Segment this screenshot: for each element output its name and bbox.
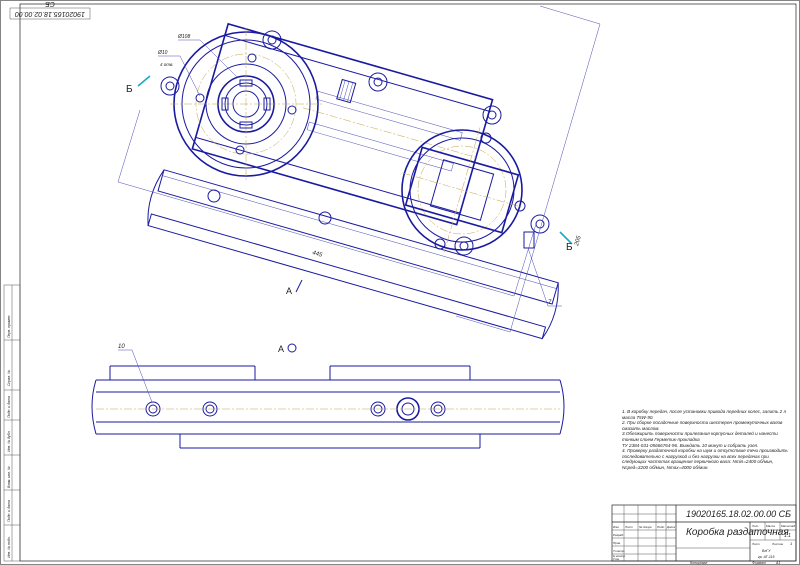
stamp-row-nkontr: Н.контр. — [613, 554, 626, 558]
dim-d10: Ø10 — [157, 50, 168, 56]
strip-label-1: Перв. примен. — [7, 315, 11, 338]
stamp-format-value: А1 — [775, 561, 780, 565]
stamp-row-razrab: Разраб. — [613, 533, 624, 537]
callout-7: 7 — [548, 300, 552, 306]
callout-10: 10 — [118, 344, 125, 350]
left-strip: Перв. примен. Справ. № Подп. и дата Инв.… — [3, 284, 21, 562]
top-code-box — [9, 7, 91, 20]
section-b-left: Б — [126, 84, 133, 95]
strip-label-3: Подп. и дата — [7, 396, 11, 418]
stamp-row-prov: Пров. — [613, 541, 621, 545]
stamp-document-code: 19020165.18.02.00.00 СБ — [686, 509, 791, 519]
main-view: 445 205 Ø108 Ø10 4 отв. Б Б А 7 — [117, 5, 601, 340]
note-3-cont: ТУ 2384-031-05666764-96. Выждать 10 мину… — [622, 442, 759, 448]
dimension-205: 205 — [455, 5, 601, 333]
note-1: 1. В коробку передач, после установки пр… — [622, 409, 787, 420]
section-b-right: Б — [566, 242, 573, 253]
note-3: 3.Обезжирить поверхности прилегания корп… — [622, 431, 778, 442]
flange-lugs — [160, 30, 550, 256]
stamp-org: ВлГУ — [762, 549, 771, 553]
view-a-label: А — [278, 344, 284, 354]
stamp-row-doc: № докум. — [639, 525, 652, 529]
note-2: 2. При сборке посадочные поверхности шес… — [622, 420, 783, 431]
strip-label-2: Справ. № — [7, 370, 11, 386]
stamp-group: гр. АТ-115 — [758, 555, 775, 559]
stamp-sheet: Лист — [751, 542, 760, 546]
dim-445-label: 445 — [311, 250, 323, 259]
input-gear-cover — [170, 28, 322, 180]
stamp-row-list: Лист — [624, 525, 633, 529]
stamp-scale-value: 1:1 — [784, 533, 791, 539]
stamp-scale: Масштаб — [781, 524, 795, 528]
stamp-row-utv: Утв. — [613, 557, 620, 561]
stamp-row-izm: Изм. — [613, 525, 620, 529]
sheet-frame — [19, 3, 797, 562]
stamp-row-podp: Подп. — [657, 525, 665, 529]
view-a-arrow-label: А — [286, 286, 292, 296]
stamp-mass: Масса — [766, 524, 775, 528]
note-4: 4. Проверку раздаточной коробки на шум и… — [622, 448, 788, 470]
stamp-copied: Копировал — [690, 561, 707, 565]
top-document-code: 19020165.18.02.00.00 СБ — [14, 0, 86, 17]
stamp-row-data: Дата — [666, 525, 675, 529]
technical-notes: 1. В коробку передач, после установки пр… — [622, 409, 792, 471]
strip-label-5: Взам. инв. № — [7, 466, 11, 488]
strip-label-4: Инв. № дубл. — [7, 430, 11, 452]
dimension-445: 445 — [117, 109, 537, 297]
strip-label-6: Подп. и дата — [7, 500, 11, 522]
section-b-left-mark — [137, 75, 151, 87]
stamp-sheets-value: 1 — [790, 541, 792, 546]
dim-holes: 4 отв. — [160, 62, 174, 67]
stamp-row-tkontr: Т.контр. — [613, 549, 625, 553]
stamp-format: Формат — [752, 561, 766, 565]
view-a: А 10 — [91, 343, 565, 449]
output-gear — [401, 127, 535, 253]
dim-205-label: 205 — [574, 235, 583, 248]
section-b-right-mark — [559, 231, 573, 245]
strip-label-7: Инв. № подл. — [7, 536, 11, 558]
title-block: Изм. Лист № докум. Подп. Дата Разраб. Пр… — [611, 504, 797, 565]
view-a-circle — [287, 343, 297, 353]
stamp-lit: Лит. — [751, 524, 759, 528]
stamp-title: Коробка раздаточная — [686, 527, 789, 538]
stamp-sheets: Листов — [771, 542, 783, 546]
dim-d108: Ø108 — [177, 34, 190, 40]
view-a-arrow — [295, 279, 303, 293]
